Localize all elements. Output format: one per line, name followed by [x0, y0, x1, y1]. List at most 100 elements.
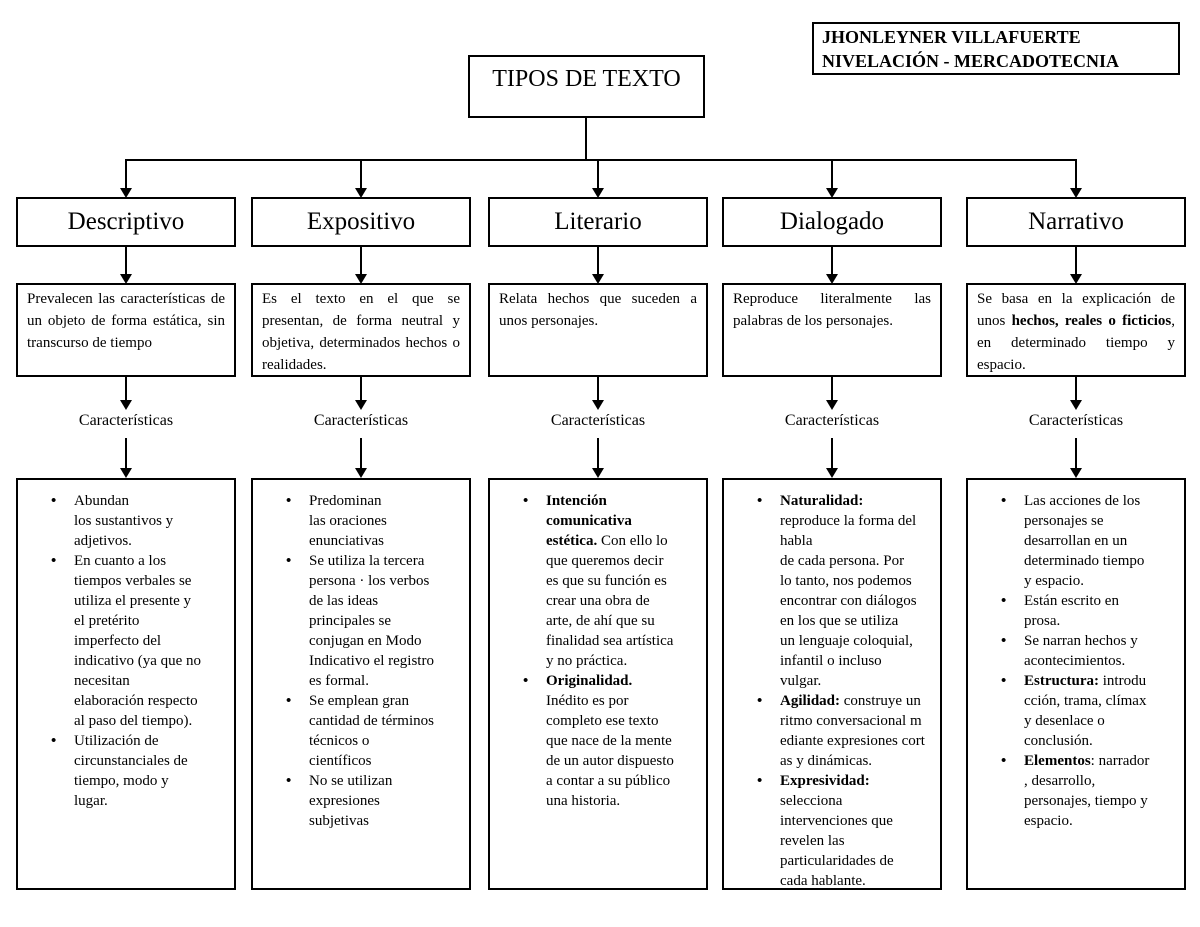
- category-box-narrativo: Narrativo: [966, 197, 1186, 247]
- bullet-item: Elementos: narrador , desarrollo, person…: [1001, 751, 1180, 831]
- arrowhead-icon: [826, 274, 838, 284]
- characteristics-box-expositivo: Predominan las oraciones enunciativas Se…: [251, 478, 471, 890]
- credit-box: JHONLEYNER VILLAFUERTE NIVELACIÓN - MERC…: [812, 22, 1180, 75]
- characteristics-label: Características: [784, 412, 880, 429]
- connector-line: [360, 159, 362, 188]
- arrowhead-icon: [1070, 468, 1082, 478]
- characteristics-box-descriptivo: Abundan los sustantivos y adjetivos. En …: [16, 478, 236, 890]
- bullet-item: Intención comunicativa estética. Con ell…: [523, 491, 702, 671]
- characteristics-box-narrativo: Las acciones de los personajes se desarr…: [966, 478, 1186, 890]
- connector-line: [831, 159, 833, 188]
- bullet-item: Están escrito en prosa.: [1001, 591, 1180, 631]
- description-bold-text: hechos, reales o ficticios: [1011, 313, 1172, 329]
- connector-line: [125, 377, 127, 400]
- connector-line: [1075, 159, 1077, 188]
- bullet-item: Estructura: introdu cción, trama, clímax…: [1001, 671, 1180, 751]
- description-text: Reproduce literalmente las palabras de l…: [733, 291, 931, 329]
- category-box-literario: Literario: [488, 197, 708, 247]
- connector-line: [360, 438, 362, 468]
- description-text: , en determinado tiempo y espacio.: [977, 313, 1175, 373]
- arrowhead-icon: [592, 400, 604, 410]
- characteristics-label: Características: [1028, 412, 1124, 429]
- connector-line: [831, 438, 833, 468]
- connector-line: [125, 247, 127, 274]
- bullet-item: Expresividad: selecciona intervenciones …: [757, 771, 936, 891]
- connector-line: [360, 377, 362, 400]
- bullet-item: Se emplean gran cantidad de términos téc…: [286, 691, 465, 771]
- connector-line: [1075, 247, 1077, 274]
- connector-line: [1075, 438, 1077, 468]
- connector-line: [585, 117, 587, 159]
- bullet-item: Abundan los sustantivos y adjetivos.: [51, 491, 230, 551]
- arrowhead-icon: [120, 468, 132, 478]
- connector-line: [597, 438, 599, 468]
- connector-line: [831, 247, 833, 274]
- characteristics-box-dialogado: Naturalidad: reproduce la forma del habl…: [722, 478, 942, 890]
- arrowhead-icon: [355, 188, 367, 198]
- bullet-item: En cuanto a los tiempos verbales se util…: [51, 551, 230, 731]
- characteristics-box-literario: Intención comunicativa estética. Con ell…: [488, 478, 708, 890]
- characteristics-label: Características: [550, 412, 646, 429]
- description-text: Relata hechos que suceden a unos persona…: [499, 291, 697, 329]
- category-label: Descriptivo: [67, 208, 185, 235]
- arrowhead-icon: [1070, 400, 1082, 410]
- category-label: Expositivo: [306, 208, 416, 235]
- characteristics-label: Características: [78, 412, 174, 429]
- connector-line: [597, 159, 599, 188]
- description-box-literario: Relata hechos que suceden a unos persona…: [488, 283, 708, 377]
- arrowhead-icon: [120, 188, 132, 198]
- category-box-expositivo: Expositivo: [251, 197, 471, 247]
- root-title-box: TIPOS DE TEXTO: [468, 55, 705, 118]
- description-text: Es el texto en el que se presentan, de f…: [262, 291, 460, 373]
- arrowhead-icon: [592, 274, 604, 284]
- arrowhead-icon: [592, 468, 604, 478]
- category-box-dialogado: Dialogado: [722, 197, 942, 247]
- bullet-item: Agilidad: construye un ritmo conversacio…: [757, 691, 936, 771]
- arrowhead-icon: [355, 468, 367, 478]
- bullet-item: Las acciones de los personajes se desarr…: [1001, 491, 1180, 591]
- bullet-item: Naturalidad: reproduce la forma del habl…: [757, 491, 936, 691]
- arrowhead-icon: [355, 400, 367, 410]
- bullet-list: Predominan las oraciones enunciativas Se…: [253, 491, 469, 831]
- bullet-item: Originalidad. Inédito es por completo es…: [523, 671, 702, 811]
- connector-line: [597, 377, 599, 400]
- bullet-item: Se narran hechos y acontecimientos.: [1001, 631, 1180, 671]
- credit-line-1: JHONLEYNER VILLAFUERTE: [822, 27, 1081, 47]
- root-title: TIPOS DE TEXTO: [492, 66, 681, 92]
- connector-line: [831, 377, 833, 400]
- bullet-list: Intención comunicativa estética. Con ell…: [490, 491, 706, 811]
- connector-line: [360, 247, 362, 274]
- arrowhead-icon: [826, 188, 838, 198]
- arrowhead-icon: [120, 274, 132, 284]
- connector-line: [125, 438, 127, 468]
- bullet-list: Abundan los sustantivos y adjetivos. En …: [18, 491, 234, 811]
- arrowhead-icon: [355, 274, 367, 284]
- category-label: Literario: [554, 208, 642, 235]
- connector-line: [125, 159, 1077, 161]
- bullet-list: Naturalidad: reproduce la forma del habl…: [724, 491, 940, 891]
- arrowhead-icon: [120, 400, 132, 410]
- description-box-expositivo: Es el texto en el que se presentan, de f…: [251, 283, 471, 377]
- bullet-item: Predominan las oraciones enunciativas: [286, 491, 465, 551]
- credit-line-2: NIVELACIÓN - MERCADOTECNIA: [822, 51, 1120, 71]
- bullet-item: No se utilizan expresiones subjetivas: [286, 771, 465, 831]
- description-box-dialogado: Reproduce literalmente las palabras de l…: [722, 283, 942, 377]
- characteristics-label: Características: [313, 412, 409, 429]
- connector-line: [1075, 377, 1077, 400]
- description-text: Prevalecen las características de un obj…: [27, 291, 225, 351]
- connector-line: [125, 159, 127, 188]
- bullet-item: Utilización de circunstanciales de tiemp…: [51, 731, 230, 811]
- description-text: Se basa en la explicación de unos: [977, 291, 1175, 329]
- arrowhead-icon: [1070, 188, 1082, 198]
- category-box-descriptivo: Descriptivo: [16, 197, 236, 247]
- arrowhead-icon: [592, 188, 604, 198]
- connector-line: [597, 247, 599, 274]
- description-box-narrativo: Se basa en la explicación de unos hechos…: [966, 283, 1186, 377]
- category-label: Narrativo: [1028, 208, 1124, 235]
- bullet-item: Se utiliza la tercera persona · los verb…: [286, 551, 465, 691]
- description-box-descriptivo: Prevalecen las características de un obj…: [16, 283, 236, 377]
- arrowhead-icon: [826, 400, 838, 410]
- arrowhead-icon: [826, 468, 838, 478]
- arrowhead-icon: [1070, 274, 1082, 284]
